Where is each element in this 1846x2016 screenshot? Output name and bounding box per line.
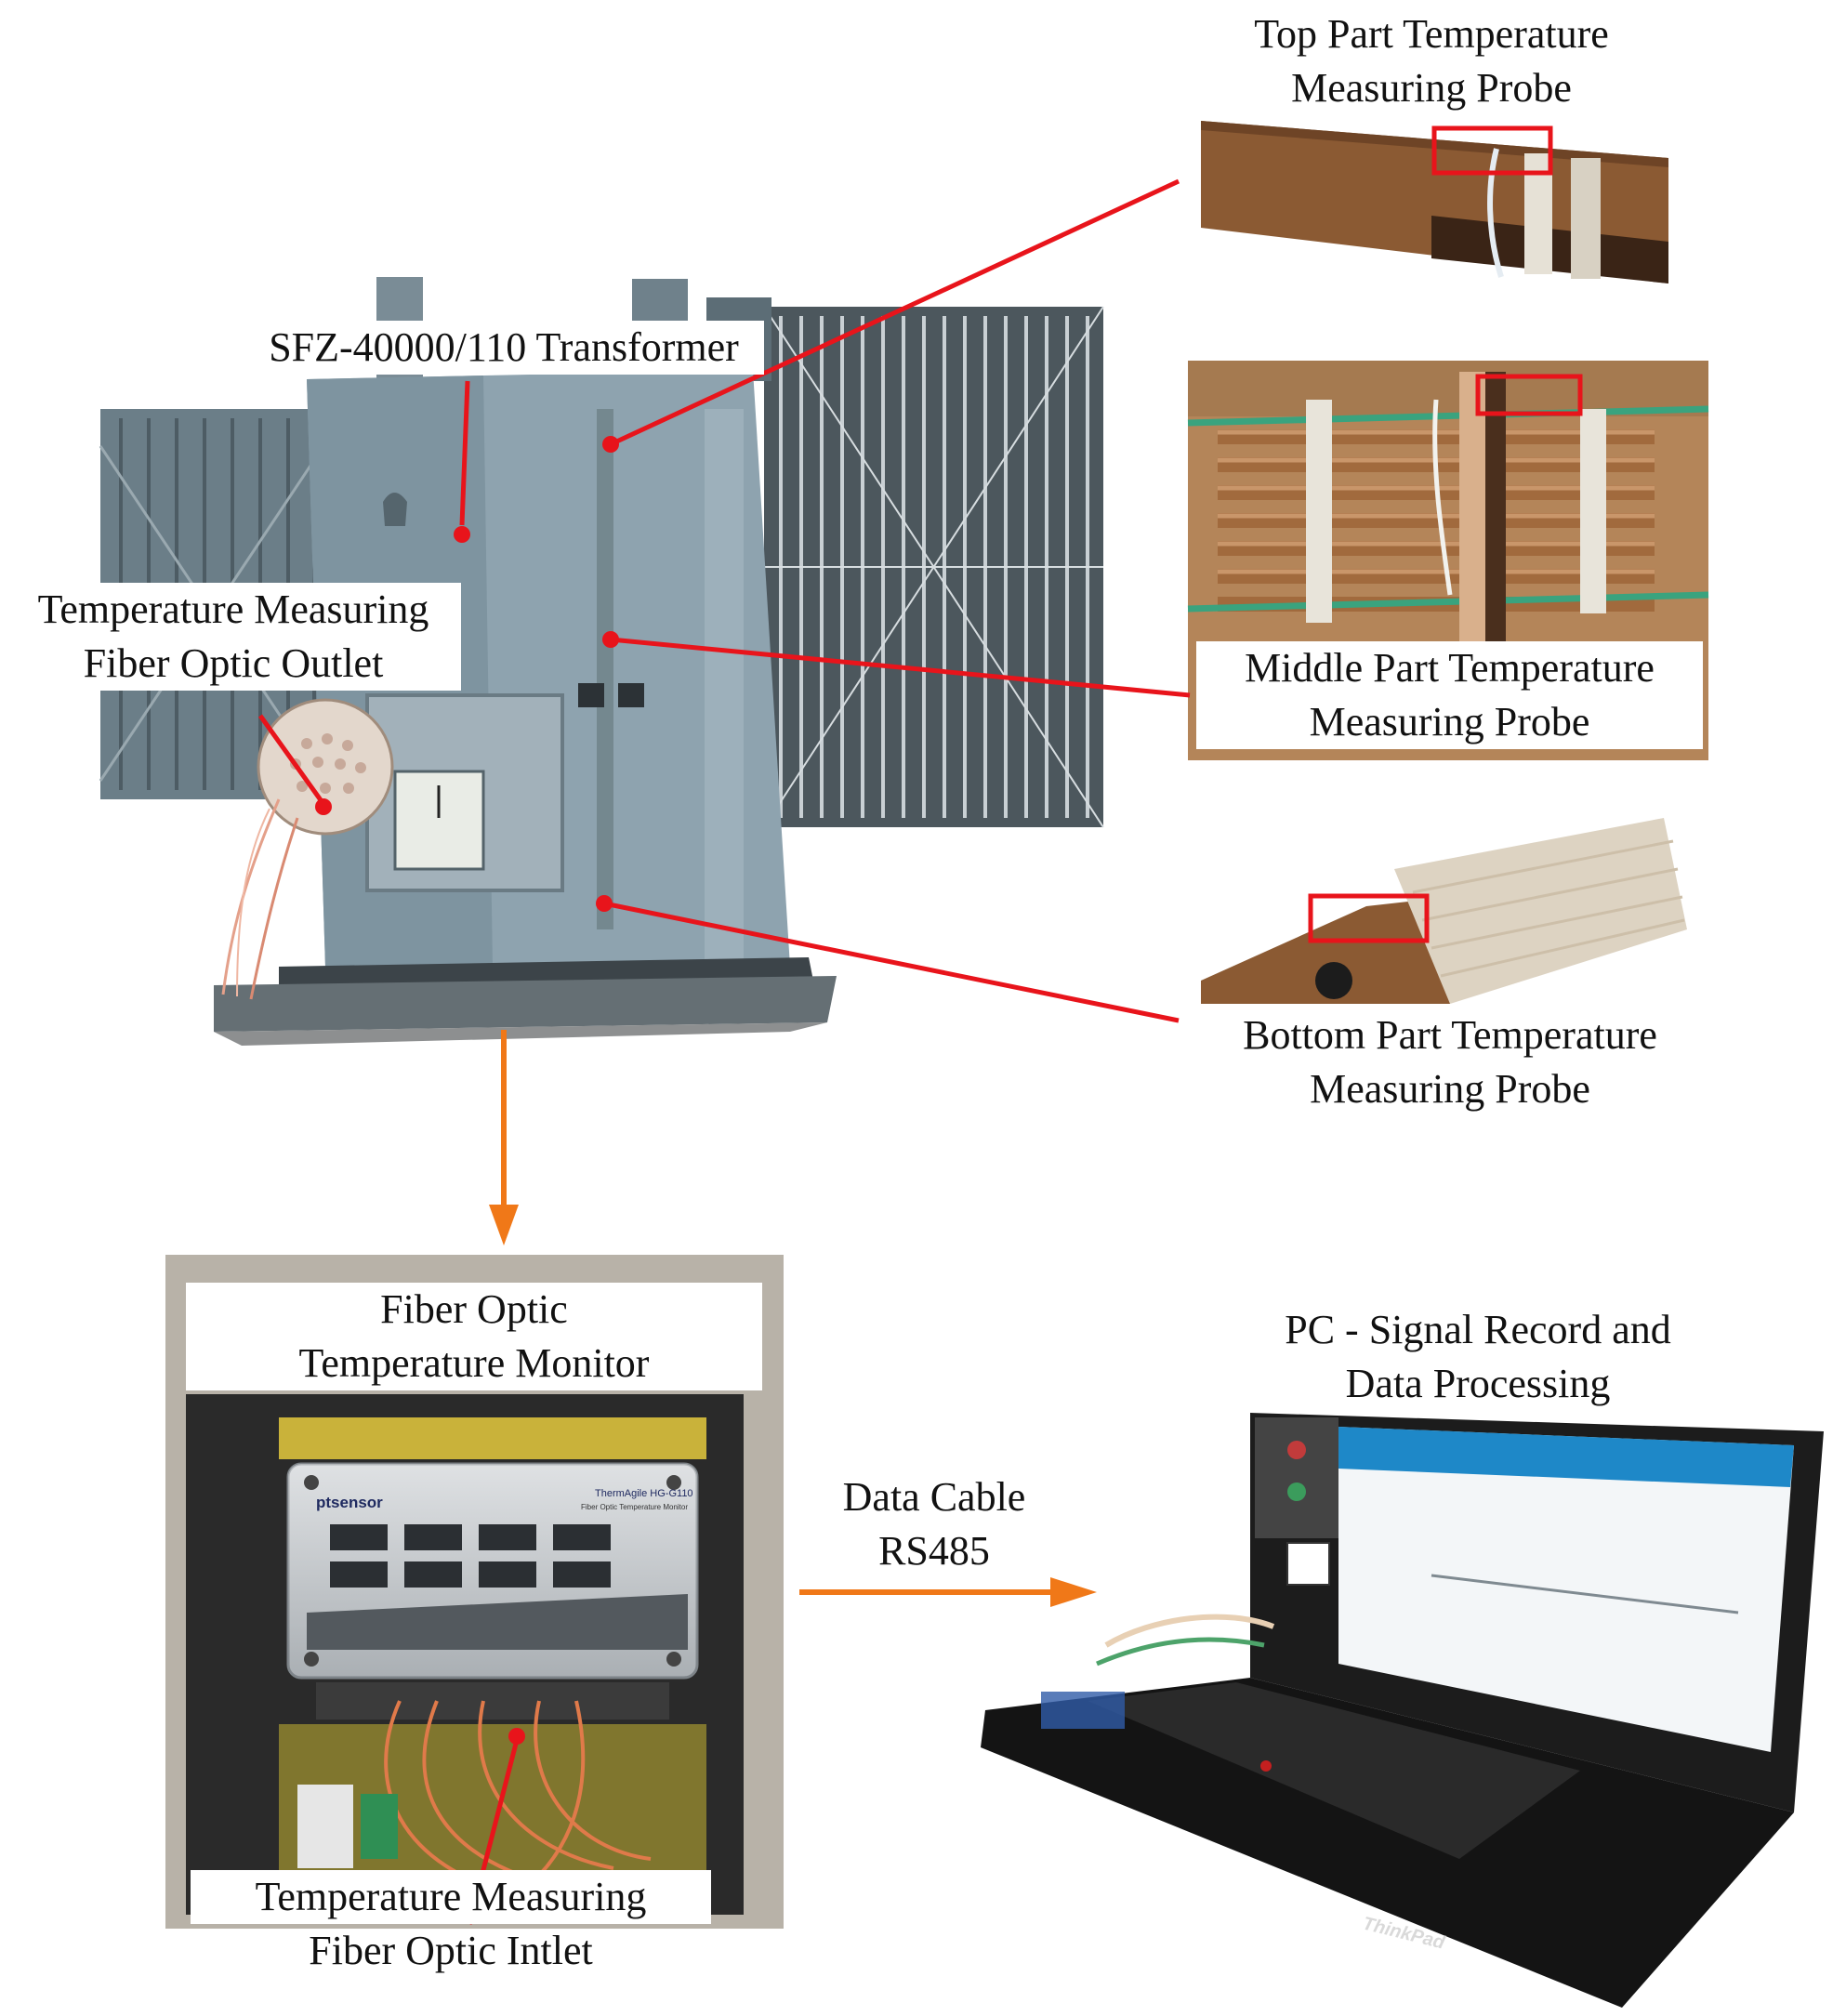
leader-transformer [459, 380, 470, 526]
probe-marker-middle [1475, 374, 1583, 416]
label-fiber-intlet: Temperature Measuring Fiber Optic Intlet [191, 1870, 711, 1978]
label-pc-line2: Data Processing [1345, 1361, 1611, 1406]
label-monitor: Fiber Optic Temperature Monitor [186, 1283, 762, 1390]
leader-middle-probe [610, 637, 1191, 698]
label-pc: PC - Signal Record and Data Processing [1227, 1303, 1729, 1411]
label-middle-probe-line1: Middle Part Temperature [1245, 645, 1655, 691]
label-fiber-intlet-line2: Fiber Optic Intlet [309, 1928, 593, 1973]
monitor-subtitle: Fiber Optic Temperature Monitor [581, 1503, 688, 1511]
label-data-cable-line2: RS485 [878, 1528, 990, 1574]
label-top-probe-line2: Measuring Probe [1291, 65, 1572, 111]
probe-marker-bottom [1308, 893, 1430, 943]
label-pc-line1: PC - Signal Record and [1285, 1307, 1671, 1352]
label-data-cable-line1: Data Cable [842, 1474, 1026, 1520]
label-middle-probe-line2: Measuring Probe [1309, 699, 1590, 744]
label-top-probe: Top Part Temperature Measuring Probe [1199, 7, 1664, 115]
label-monitor-line2: Temperature Monitor [298, 1340, 650, 1386]
label-fiber-outlet: Temperature Measuring Fiber Optic Outlet [6, 583, 461, 691]
label-transformer: SFZ-40000/110 Transformer [244, 321, 764, 375]
monitor-brand: ptsensor [316, 1494, 383, 1511]
label-fiber-intlet-line1: Temperature Measuring [191, 1870, 711, 1924]
label-fiber-outlet-line1: Temperature Measuring [37, 586, 429, 632]
monitor-model: ThermAgile HG-G110 [595, 1488, 693, 1499]
leader-bottom-probe [603, 901, 1180, 1023]
label-bottom-probe: Bottom Part Temperature Measuring Probe [1199, 1008, 1701, 1116]
flow-arrow-down [489, 1030, 519, 1245]
label-data-cable: Data Cable RS485 [790, 1470, 1078, 1578]
leader-fiber-outlet [257, 714, 326, 806]
flow-arrow-right [799, 1577, 1097, 1607]
fiber-outlet-flange [221, 698, 394, 1000]
leader-top-probe [609, 178, 1180, 447]
label-top-probe-line1: Top Part Temperature [1254, 11, 1609, 57]
label-middle-probe: Middle Part Temperature Measuring Probe [1196, 641, 1703, 749]
label-transformer-text: SFZ-40000/110 Transformer [269, 324, 739, 370]
wood-block-photo [1201, 818, 1687, 1004]
label-monitor-line1: Fiber Optic [380, 1286, 568, 1332]
label-bottom-probe-line1: Bottom Part Temperature [1243, 1012, 1657, 1058]
label-bottom-probe-line2: Measuring Probe [1310, 1066, 1590, 1112]
laptop-photo [981, 1413, 1824, 2008]
probe-marker-top [1431, 125, 1553, 176]
label-fiber-outlet-line2: Fiber Optic Outlet [83, 640, 384, 686]
